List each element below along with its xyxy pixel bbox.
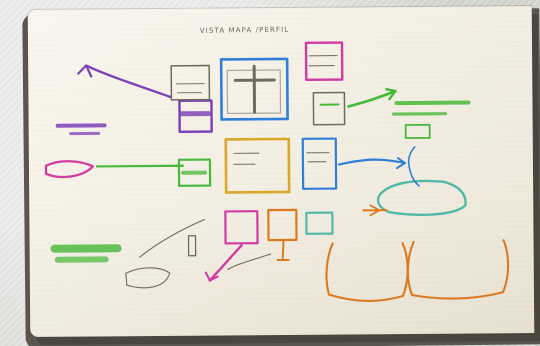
green-left-box: [177, 158, 212, 187]
blue-right-box: [301, 137, 338, 190]
orange-line-down: [281, 238, 285, 260]
blue-arrowhead-right: [395, 157, 406, 170]
teal-oval-right: [376, 179, 467, 217]
central-panel-inner: [226, 69, 282, 115]
purple-box: [178, 99, 213, 133]
gray-diagonal-bottom: [227, 253, 272, 271]
teal-bottom-box: [305, 211, 334, 235]
green-right-highlight: [394, 100, 471, 106]
sketch-paper: VISTA MAPA /PERFIL: [27, 6, 535, 337]
magenta-bottom-box: [224, 210, 259, 245]
left-magenta-oval: [44, 160, 95, 179]
green-box-right: [404, 123, 431, 139]
magenta-top-box: [304, 41, 344, 81]
upper-left-small-box: [170, 64, 211, 101]
right-top-gray-box: [312, 91, 346, 126]
magenta-arrow-bottom: [208, 244, 243, 282]
green-connector-left: [95, 164, 185, 168]
blue-arrow-right: [337, 158, 407, 166]
green-arrowhead-right: [385, 87, 397, 101]
orange-bracket-center: [325, 241, 409, 302]
orange-bracket-right: [406, 239, 510, 300]
hand-drawn-sketch: [44, 41, 510, 302]
purple-arrowhead-upper-left: [77, 64, 93, 78]
central-blue-panel: [219, 57, 289, 121]
blue-bracket-right: [407, 146, 420, 187]
mustard-center-box: [224, 137, 291, 194]
gray-diagonal-left: [139, 219, 205, 258]
magenta-arrowhead-bottom: [204, 271, 219, 282]
green-arrow-right: [347, 89, 397, 108]
orange-bottom-box: [267, 208, 298, 242]
gray-oval-bottom-left: [125, 267, 171, 289]
small-gray-box: [187, 235, 197, 257]
orange-arrowhead-to-oval: [369, 204, 381, 217]
purple-arrow-upper-left: [85, 64, 172, 99]
